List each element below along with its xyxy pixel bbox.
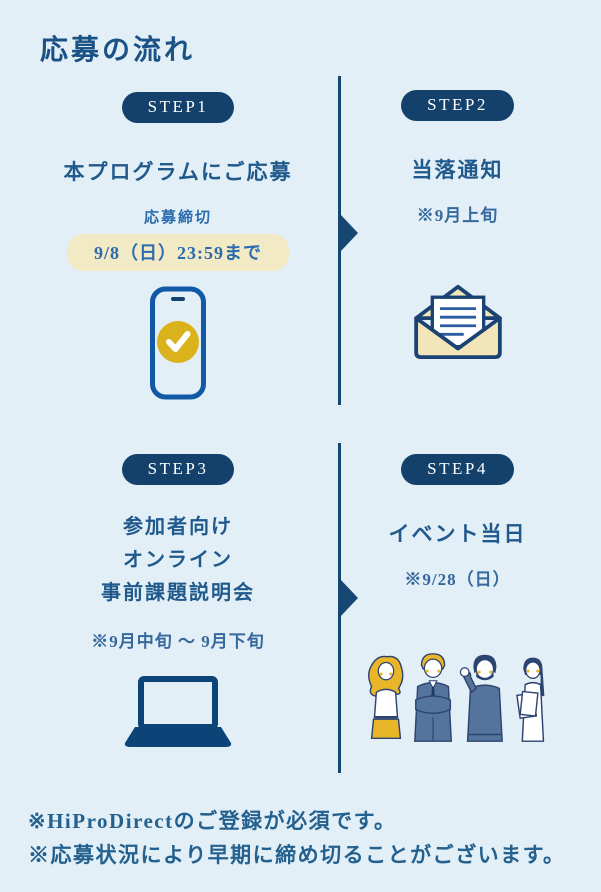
flow-arrow-step1-to-step2-icon [340, 214, 358, 252]
people-illustration [345, 650, 570, 751]
step3-heading-line2: オンライン [123, 549, 233, 571]
deadline-highlight: 9/8（日）23:59まで [67, 234, 289, 271]
flow-arrow-step3-to-step4-icon [340, 579, 358, 617]
step2-heading: 当落通知 [411, 158, 504, 182]
footnote-registration: ※HiProDirectのご登録が必須です。 [28, 809, 397, 833]
step1-heading: 本プログラムにご応募 [63, 160, 293, 184]
step4-heading: イベント当日 [388, 522, 527, 546]
step3-cell: STEP3 参加者向け オンライン 事前課題説明会 ※9月中旬 〜 9月下旬 [40, 454, 316, 755]
step3-heading-line3: 事前課題説明会 [101, 582, 255, 604]
step4-badge: STEP4 [401, 454, 514, 485]
flow-divider-bottom [338, 443, 341, 773]
step3-note: ※9月中旬 〜 9月下旬 [91, 632, 265, 651]
footnote-early-close: ※応募状況により早期に締め切ることがございます。 [28, 843, 566, 867]
flow-divider-top [338, 76, 341, 405]
step2-note: ※9月上旬 [416, 206, 499, 225]
step3-heading-line1: 参加者向け [123, 516, 233, 538]
page-title: 応募の流れ [40, 35, 196, 66]
step4-note: ※9/28（日） [404, 570, 511, 589]
smartphone-check-icon [40, 286, 316, 405]
step3-heading: 参加者向け オンライン 事前課題説明会 [40, 511, 316, 610]
deadline-label: 応募締切 [143, 210, 212, 226]
laptop-icon [40, 676, 316, 755]
step2-badge: STEP2 [401, 90, 514, 121]
footnotes: ※HiProDirectのご登録が必須です。 ※応募状況により早期に締め切ること… [28, 804, 565, 872]
step1-cell: STEP1 本プログラムにご応募 応募締切 9/8（日）23:59まで [40, 92, 316, 405]
step2-cell: STEP2 当落通知 ※9月上旬 [345, 90, 570, 365]
step3-badge: STEP3 [121, 454, 235, 485]
step1-badge: STEP1 [121, 92, 235, 123]
step4-cell: STEP4 イベント当日 ※9/28（日） [345, 454, 570, 751]
open-envelope-icon [345, 282, 570, 365]
